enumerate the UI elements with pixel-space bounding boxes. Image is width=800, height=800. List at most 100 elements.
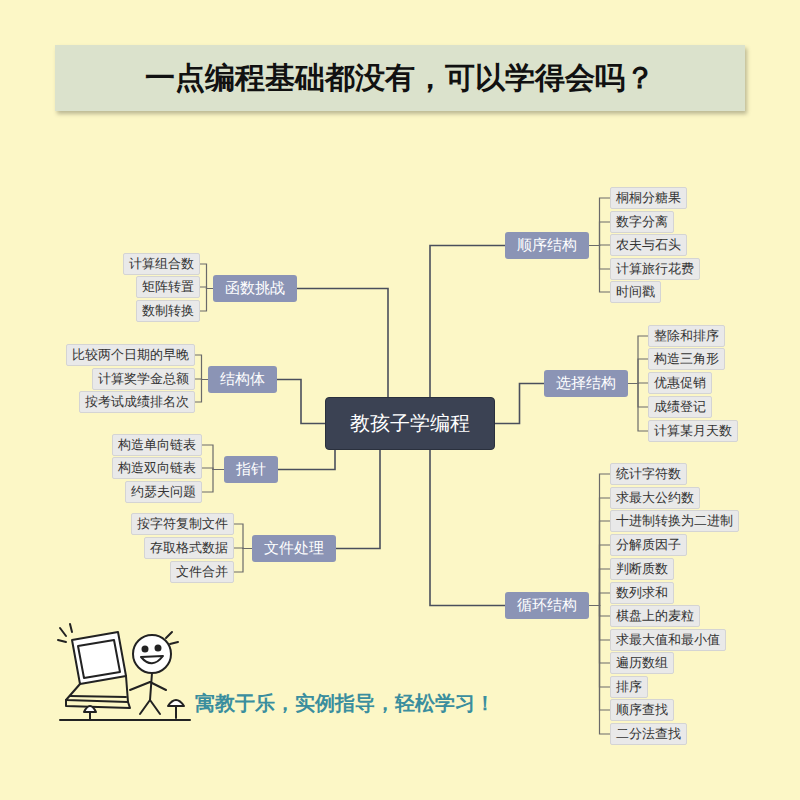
connector-line <box>628 336 648 384</box>
leaf-topic: 构造三角形 <box>648 348 725 370</box>
leaf-topic: 求最大值和最小值 <box>610 629 726 651</box>
connector-line <box>495 384 544 424</box>
topic-text: 函数挑战 <box>225 279 285 298</box>
branch-topic: 选择结构 <box>544 370 628 397</box>
leaf-topic: 成绩登记 <box>648 396 712 418</box>
topic-text: 比较两个日期的早晚 <box>72 347 189 363</box>
topic-text: 求最大值和最小值 <box>616 632 720 648</box>
connector-line <box>430 450 505 606</box>
leaf-topic: 遍历数组 <box>610 652 674 674</box>
connector-line <box>589 521 610 606</box>
leaf-topic: 约瑟夫问题 <box>125 481 202 503</box>
topic-text: 计算组合数 <box>129 256 194 272</box>
topic-text: 桐桐分糖果 <box>616 190 681 206</box>
connector-line <box>589 198 610 246</box>
leaf-topic: 统计字符数 <box>610 463 687 485</box>
connector-line <box>200 264 213 289</box>
connector-line <box>628 359 648 384</box>
topic-text: 循环结构 <box>517 596 577 615</box>
root-topic: 教孩子学编程 <box>325 397 495 450</box>
topic-text: 矩阵转置 <box>142 279 194 295</box>
topic-text: 二分法查找 <box>616 726 681 742</box>
topic-text: 求最大公约数 <box>616 490 694 506</box>
leaf-topic: 十进制转换为二进制 <box>610 510 739 532</box>
leaf-topic: 求最大公约数 <box>610 487 700 509</box>
leaf-topic: 数字分离 <box>610 211 674 233</box>
leaf-topic: 时间戳 <box>610 281 661 303</box>
leaf-topic: 分解质因子 <box>610 534 687 556</box>
leaf-topic: 顺序查找 <box>610 699 674 721</box>
topic-text: 构造三角形 <box>654 351 719 367</box>
connector-line <box>430 246 505 398</box>
connector-line <box>589 606 610 735</box>
topic-text: 时间戳 <box>616 284 655 300</box>
topic-text: 选择结构 <box>556 374 616 393</box>
topic-text: 成绩登记 <box>654 399 706 415</box>
leaf-topic: 构造双向链表 <box>112 457 202 479</box>
topic-text: 计算奖学金总额 <box>98 371 189 387</box>
leaf-topic: 数列求和 <box>610 582 674 604</box>
connector-line <box>589 474 610 606</box>
leaf-topic: 构造单向链表 <box>112 434 202 456</box>
connector-line <box>234 549 252 573</box>
leaf-topic: 二分法查找 <box>610 723 687 745</box>
branch-topic: 顺序结构 <box>505 232 589 259</box>
topic-text: 统计字符数 <box>616 466 681 482</box>
topic-text: 约瑟夫问题 <box>131 484 196 500</box>
connector-line <box>589 222 610 246</box>
connector-line <box>278 450 335 470</box>
topic-text: 按字符复制文件 <box>137 516 228 532</box>
connector-line <box>234 524 252 549</box>
topic-text: 顺序查找 <box>616 702 668 718</box>
topic-text: 排序 <box>616 679 642 695</box>
topic-text: 数字分离 <box>616 214 668 230</box>
topic-text: 文件处理 <box>264 539 324 558</box>
topic-text: 按考试成绩排名次 <box>85 394 189 410</box>
leaf-topic: 比较两个日期的早晚 <box>66 344 195 366</box>
connector-line <box>202 445 224 470</box>
leaf-topic: 棋盘上的麦粒 <box>610 605 700 627</box>
caption: 寓教于乐，实例指导，轻松学习！ <box>195 690 495 717</box>
leaf-topic: 矩阵转置 <box>136 276 200 298</box>
connector-line <box>589 498 610 606</box>
branch-topic: 结构体 <box>208 366 277 393</box>
connector-line <box>200 289 213 312</box>
leaf-topic: 按考试成绩排名次 <box>79 391 195 413</box>
connector-line <box>202 470 224 493</box>
leaf-topic: 计算组合数 <box>123 253 200 275</box>
leaf-topic: 按字符复制文件 <box>131 513 234 535</box>
connector-line <box>336 450 380 549</box>
connector-line <box>589 545 610 606</box>
topic-text: 指针 <box>236 460 266 479</box>
branch-topic: 文件处理 <box>252 535 336 562</box>
topic-text: 农夫与石头 <box>616 237 681 253</box>
leaf-topic: 数制转换 <box>136 300 200 322</box>
topic-text: 分解质因子 <box>616 537 681 553</box>
topic-text: 计算旅行花费 <box>616 261 694 277</box>
leaf-topic: 存取格式数据 <box>144 537 234 559</box>
topic-text: 教孩子学编程 <box>350 410 470 437</box>
leaf-topic: 文件合并 <box>170 561 234 583</box>
connector-line <box>589 593 610 606</box>
topic-text: 数列求和 <box>616 585 668 601</box>
topic-text: 顺序结构 <box>517 236 577 255</box>
connector-line <box>277 380 325 424</box>
title-band: 一点编程基础都没有，可以学得会吗？ <box>55 45 745 111</box>
topic-text: 优惠促销 <box>654 375 706 391</box>
title-text: 一点编程基础都没有，可以学得会吗？ <box>145 58 655 99</box>
topic-text: 文件合并 <box>176 564 228 580</box>
leaf-topic: 计算奖学金总额 <box>92 368 195 390</box>
branch-topic: 循环结构 <box>505 592 589 619</box>
leaf-topic: 优惠促销 <box>648 372 712 394</box>
leaf-topic: 排序 <box>610 676 648 698</box>
topic-text: 十进制转换为二进制 <box>616 513 733 529</box>
topic-text: 数制转换 <box>142 303 194 319</box>
topic-text: 构造单向链表 <box>118 437 196 453</box>
connector-line <box>589 569 610 606</box>
topic-text: 判断质数 <box>616 561 668 577</box>
connector-line <box>195 380 208 403</box>
topic-text: 遍历数组 <box>616 655 668 671</box>
leaf-topic: 计算某月天数 <box>648 420 738 442</box>
connector-line <box>628 384 648 432</box>
topic-text: 整除和排序 <box>654 328 719 344</box>
